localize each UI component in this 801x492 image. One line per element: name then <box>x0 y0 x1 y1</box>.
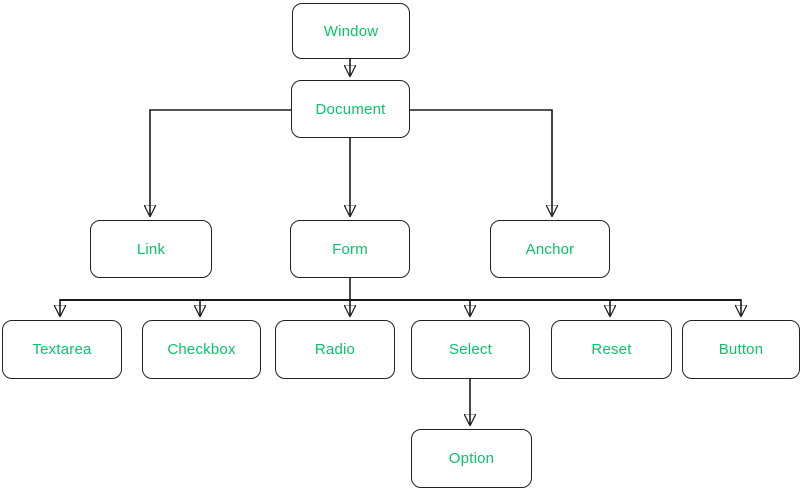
node-select-label: Select <box>449 341 492 358</box>
node-link-label: Link <box>136 240 166 258</box>
node-radio: Radio <box>275 320 395 379</box>
node-link: Link <box>90 220 212 278</box>
node-form-label: Form <box>332 240 368 258</box>
edge-document-link <box>150 109 291 215</box>
node-button-label: Button <box>718 341 764 358</box>
node-anchor-label: Anchor <box>525 240 575 258</box>
node-anchor: Anchor <box>490 220 610 278</box>
node-checkbox: Checkbox <box>142 320 261 379</box>
node-option-label: Option <box>448 450 495 467</box>
node-radio-label: Radio <box>314 341 356 358</box>
node-textarea: Textarea <box>2 320 122 379</box>
node-textarea-label: Textarea <box>32 341 92 358</box>
edge-document-anchor <box>410 109 552 215</box>
node-button: Button <box>682 320 800 379</box>
node-form: Form <box>290 220 410 278</box>
node-window: Window <box>292 3 410 59</box>
node-option: Option <box>411 429 532 488</box>
node-document: Document <box>291 80 410 138</box>
node-checkbox-label: Checkbox <box>167 341 236 358</box>
node-reset: Reset <box>551 320 672 379</box>
node-select: Select <box>411 320 530 379</box>
node-document-label: Document <box>315 100 386 118</box>
node-window-label: Window <box>323 22 379 40</box>
node-reset-label: Reset <box>591 341 632 358</box>
